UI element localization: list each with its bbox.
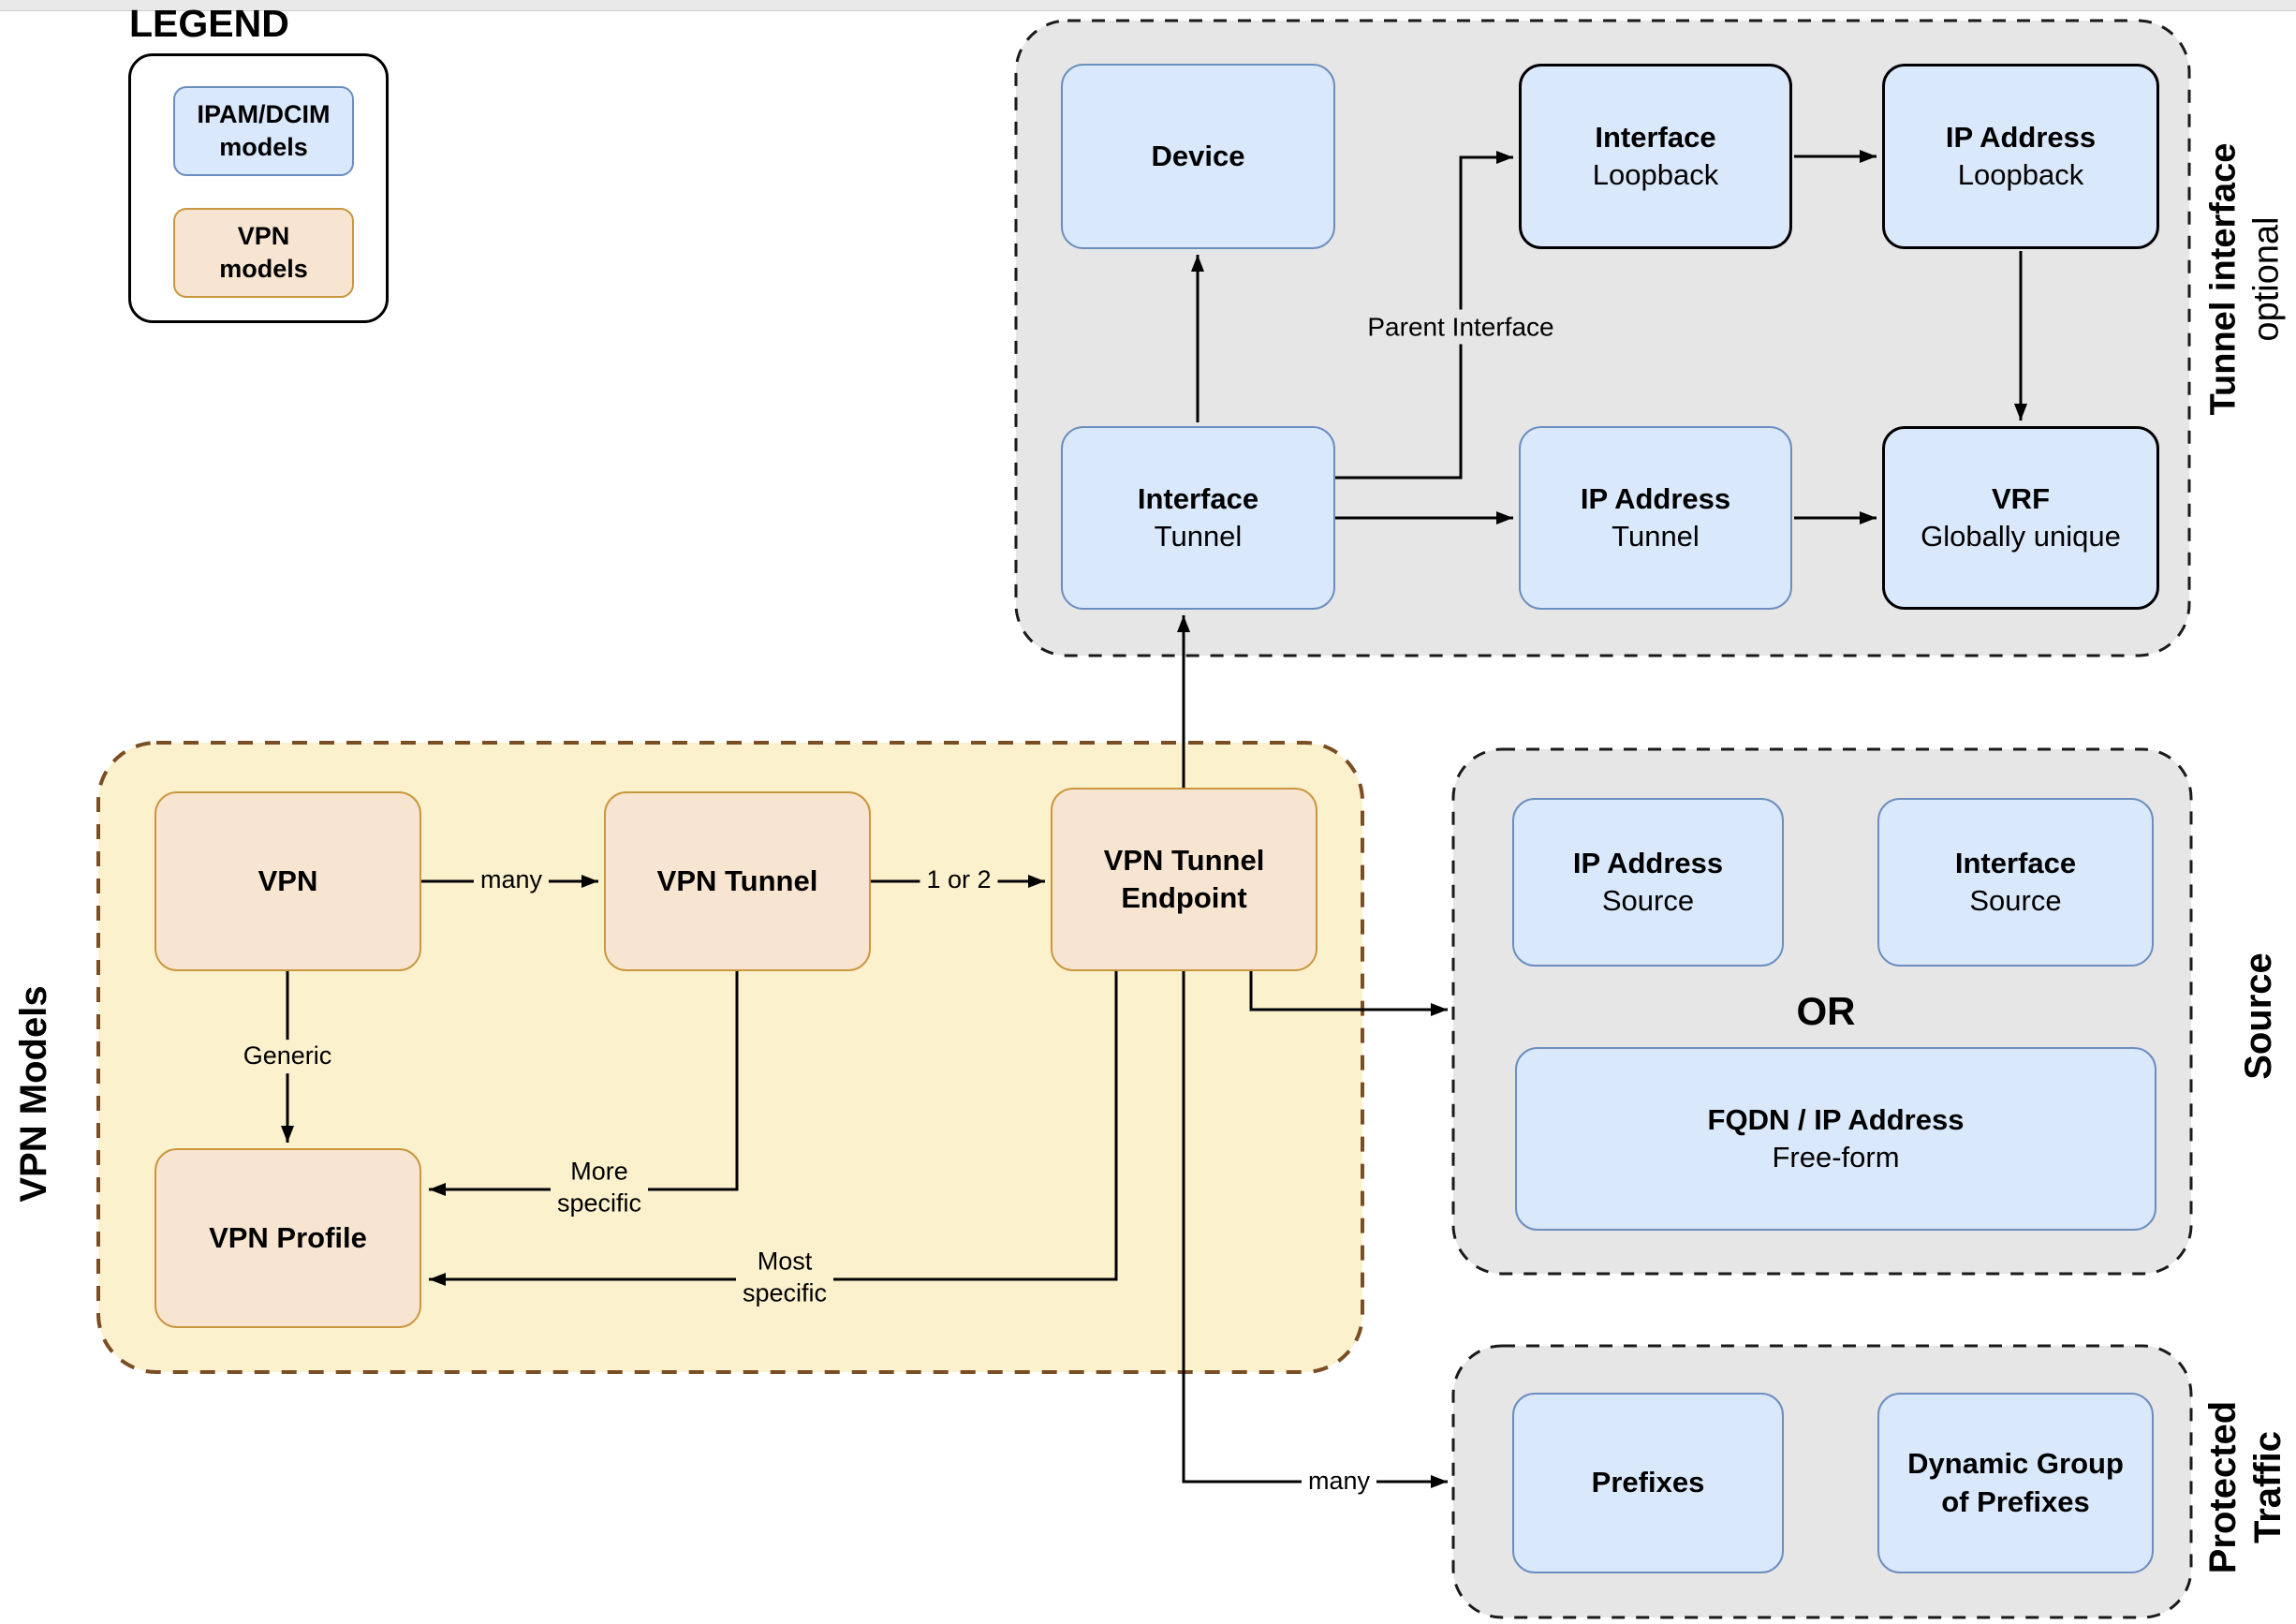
source-or-label: OR [1796, 989, 1856, 1033]
node-vrf: VRF Globally unique [1882, 426, 2159, 610]
edge-label-generic: Generic [236, 1040, 339, 1073]
node-prefixes: Prefixes [1512, 1393, 1784, 1573]
legend-item-vpn-models: VPN models [173, 208, 354, 298]
node-device: Device [1061, 64, 1335, 249]
group-label-protected-traffic: Protected Traffic [2202, 1400, 2289, 1574]
edge-label-parent-interface: Parent Interface [1361, 309, 1561, 345]
legend-item-ipam-dcim-models: IPAM/DCIM models [173, 86, 354, 176]
node-interface-source: Interface Source [1877, 798, 2154, 967]
legend-title: LEGEND [129, 2, 289, 45]
edge-label-many-tunnels: many [473, 864, 550, 897]
edge-label-most-specific: Most specific [735, 1245, 834, 1310]
arrow-vpn-tunnel-to-vpn-profile [429, 971, 739, 1196]
node-vpn-profile: VPN Profile [155, 1148, 421, 1328]
node-interface-loopback: Interface Loopback [1519, 64, 1792, 249]
node-vpn-tunnel: VPN Tunnel [604, 791, 871, 971]
legend-vpn-line1: VPN [237, 221, 290, 250]
edge-label-more-specific: More specific [550, 1155, 649, 1220]
arrow-endpoint-to-vpn-profile [429, 971, 1118, 1286]
edge-label-1-or-2: 1 or 2 [920, 864, 998, 897]
legend-vpn-line2: models [219, 255, 308, 283]
legend-ipam-line2: models [219, 133, 308, 161]
group-label-vpn-models: VPN Models [13, 985, 54, 1203]
node-ip-address-source: IP Address Source [1512, 798, 1784, 967]
window-chrome-strip [0, 0, 2296, 11]
node-ip-address-loopback: IP Address Loopback [1882, 64, 2159, 249]
node-vpn-tunnel-endpoint: VPN Tunnel Endpoint [1051, 788, 1317, 971]
group-label-source: Source [2238, 952, 2279, 1080]
node-fqdn-ip-address-free-form: FQDN / IP Address Free-form [1515, 1047, 2156, 1231]
group-label-tunnel-interface: Tunnel interface optional [2203, 142, 2286, 416]
arrow-endpoint-to-source-group [1249, 971, 1448, 1016]
node-vpn: VPN [155, 791, 421, 971]
node-dynamic-group-of-prefixes: Dynamic Group of Prefixes [1877, 1393, 2154, 1573]
node-ip-address-tunnel: IP Address Tunnel [1519, 426, 1792, 610]
edge-label-many-prefixes: many [1301, 1465, 1377, 1499]
node-interface-tunnel: Interface Tunnel [1061, 426, 1335, 610]
legend-ipam-line1: IPAM/DCIM [197, 99, 331, 128]
